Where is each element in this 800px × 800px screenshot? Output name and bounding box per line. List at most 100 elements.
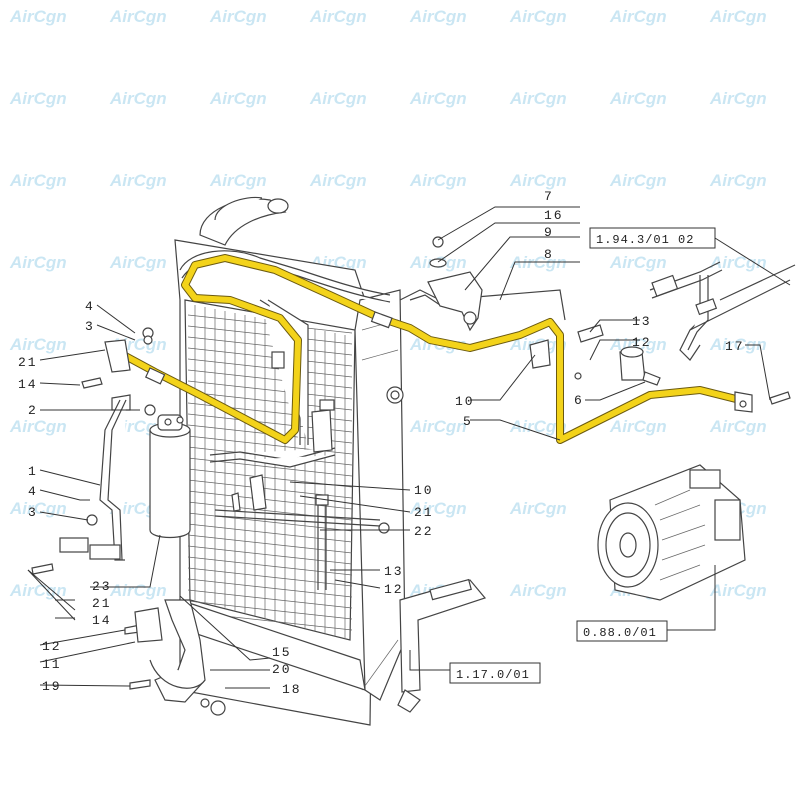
watermark-logo: AirCgn: [709, 253, 767, 272]
callout-13a: 13: [384, 564, 404, 579]
condenser-fin: [187, 490, 353, 510]
leader-lines: [27, 206, 791, 689]
reference-box-bracket[interactable]: 1.17.0/01: [449, 662, 541, 684]
watermark-logo: AirCgn: [9, 499, 67, 518]
callout-18: 18: [282, 682, 302, 697]
callout-16: 16: [544, 208, 564, 223]
callout-3b: 3: [28, 505, 38, 520]
watermark-logo: AirCgn: [109, 253, 167, 272]
callout-22: 22: [414, 524, 434, 539]
watermark-logo: AirCgn: [309, 171, 367, 190]
fasteners: [31, 236, 791, 716]
watermark-logo: AirCgn: [109, 7, 167, 26]
ac-compressor: [597, 464, 746, 601]
watermark-logo: AirCgn: [209, 171, 267, 190]
reference-label-bracket: 1.17.0/01: [456, 668, 530, 682]
condenser-fin: [187, 347, 353, 367]
callout-21b: 21: [92, 596, 112, 611]
callout-5: 5: [463, 414, 473, 429]
pressure-switch: [577, 324, 661, 386]
condenser-fin: [187, 589, 353, 609]
reference-label-compressor: 0.88.0/01: [583, 626, 657, 640]
watermark-logo: AirCgn: [609, 253, 667, 272]
callout-12c: 12: [632, 335, 652, 350]
callout-21a: 21: [18, 355, 38, 370]
callout-1: 1: [28, 464, 38, 479]
callout-11: 11: [42, 657, 62, 672]
callout-10b: 10: [455, 394, 475, 409]
condenser-fin: [187, 523, 353, 543]
reference-box-top-right[interactable]: 1.94.3/01 02: [589, 227, 716, 249]
watermark-logo: AirCgn: [309, 89, 367, 108]
watermark-logo: AirCgn: [9, 253, 67, 272]
watermark-logo: AirCgn: [109, 581, 167, 600]
lower-brackets: [134, 399, 335, 703]
callout-10a: 10: [414, 483, 434, 498]
watermark-logo: AirCgn: [709, 89, 767, 108]
watermark-logo: AirCgn: [409, 89, 467, 108]
receiver-drier: [59, 394, 191, 561]
callout-9: 9: [544, 225, 554, 240]
watermark-logo: AirCgn: [609, 89, 667, 108]
callout-15: 15: [272, 645, 292, 660]
callout-13b: 13: [632, 314, 652, 329]
reference-label-top-right: 1.94.3/01 02: [596, 233, 694, 247]
condenser-fin: [187, 556, 353, 576]
watermark-logo: AirCgn: [9, 171, 67, 190]
watermark-logo: AirCgn: [609, 7, 667, 26]
callout-12b: 12: [384, 582, 404, 597]
watermark-logo: AirCgn: [609, 171, 667, 190]
watermark-logo: AirCgn: [409, 171, 467, 190]
condenser-fin: [187, 545, 353, 565]
watermark-logo: AirCgn: [609, 417, 667, 436]
watermark-logo: AirCgn: [709, 335, 767, 354]
callout-20: 20: [272, 662, 292, 677]
watermark-logo: AirCgn: [9, 335, 67, 354]
watermark-logo: AirCgn: [709, 581, 767, 600]
watermark-logo: AirCgn: [209, 89, 267, 108]
condenser-fin: [187, 380, 353, 400]
watermark-logo: AirCgn: [309, 7, 367, 26]
condenser-fin: [187, 567, 353, 587]
watermark-logo: AirCgn: [9, 89, 67, 108]
callout-2: 2: [28, 403, 38, 418]
watermark-logo: AirCgn: [9, 581, 67, 600]
watermark-logo: AirCgn: [109, 171, 167, 190]
watermark-logo: AirCgn: [209, 7, 267, 26]
watermark-logo: AirCgn: [509, 581, 567, 600]
callout-19: 19: [42, 679, 62, 694]
watermark-logo: AirCgn: [509, 499, 567, 518]
watermark-logo: AirCgn: [409, 417, 467, 436]
watermark-logo: AirCgn: [709, 7, 767, 26]
watermark-logo: AirCgn: [709, 171, 767, 190]
watermark-logo: AirCgn: [509, 89, 567, 108]
watermark-logo: AirCgn: [109, 89, 167, 108]
callout-labels: 4 3 21 14 2 1 4 3 23 21 14 12 11 19 15 2…: [18, 189, 745, 697]
watermark-logo: AirCgn: [409, 499, 467, 518]
callout-14b: 14: [92, 613, 112, 628]
condenser-fin: [187, 336, 353, 356]
callout-14a: 14: [18, 377, 38, 392]
callout-3a: 3: [85, 319, 95, 334]
watermark-logo: AirCgn: [509, 7, 567, 26]
watermark-logo: AirCgn: [709, 417, 767, 436]
reference-box-compressor[interactable]: 0.88.0/01: [576, 620, 668, 642]
watermark-logo: AirCgn: [509, 171, 567, 190]
condenser-fin: [187, 578, 353, 598]
watermark-logo: AirCgn: [509, 417, 567, 436]
watermark-logo: AirCgn: [409, 7, 467, 26]
callout-4a: 4: [85, 299, 95, 314]
condenser-fin: [187, 369, 353, 389]
callout-12a: 12: [42, 639, 62, 654]
callout-17: 17: [725, 339, 745, 354]
callout-6: 6: [574, 393, 584, 408]
condenser-fin: [187, 358, 353, 378]
callout-4b: 4: [28, 484, 38, 499]
hose-assembly: [649, 261, 796, 361]
condenser-fin: [187, 600, 353, 620]
condenser-fin: [187, 534, 353, 554]
watermark-logo: AirCgn: [9, 417, 67, 436]
callout-23: 23: [92, 579, 112, 594]
watermark-logo: AirCgn: [9, 7, 67, 26]
